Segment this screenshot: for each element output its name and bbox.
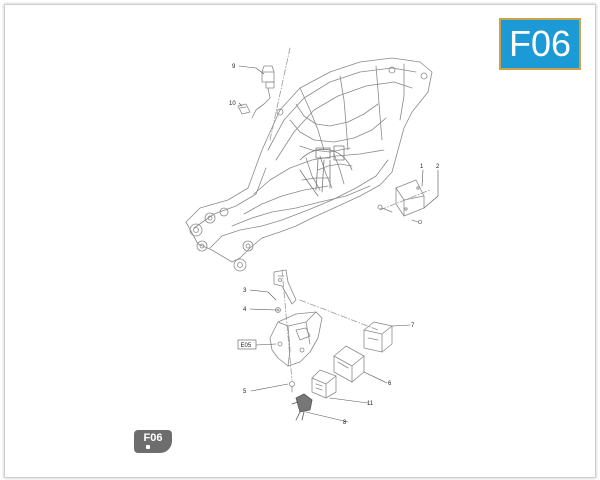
holder-housing <box>269 311 323 367</box>
control-unit-1 <box>395 179 425 217</box>
module-7 <box>363 321 393 353</box>
leader-lines <box>238 65 439 423</box>
bracket-10 <box>237 103 251 115</box>
section-badge: F06 <box>499 18 581 70</box>
callout-5: 5 <box>243 389 247 395</box>
frame-harness <box>299 145 353 197</box>
callout-11: 11 <box>367 401 374 407</box>
callout-8: 8 <box>343 420 347 426</box>
callout-3: 3 <box>243 288 247 294</box>
callout-7: 7 <box>411 323 415 329</box>
tag-dot-icon <box>146 445 150 449</box>
callout-labels: 9 10 1 2 3 4 5 6 7 8 11 <box>229 64 440 426</box>
frame-outline <box>185 57 433 263</box>
connector-9 <box>251 65 275 119</box>
callout-10: 10 <box>229 101 236 107</box>
bracket-3 <box>273 269 297 305</box>
callout-6: 6 <box>388 381 392 387</box>
section-tag-label: F06 <box>143 432 163 444</box>
relay-module-6 <box>333 345 365 383</box>
callout-9: 9 <box>232 64 236 70</box>
fuse-block-11 <box>311 369 337 399</box>
assembly-axis-lines <box>269 47 431 381</box>
connector-8 <box>291 393 313 421</box>
ref-box-e05: E05 <box>237 339 257 350</box>
screw-2 <box>377 204 422 224</box>
callout-2: 2 <box>436 164 440 170</box>
frame-lugs <box>189 66 428 272</box>
screw-5 <box>289 381 295 393</box>
section-tag: F06 <box>134 430 172 453</box>
ref-box-e05-label: E05 <box>241 343 252 349</box>
callout-4: 4 <box>243 307 247 313</box>
callout-1: 1 <box>420 164 424 170</box>
